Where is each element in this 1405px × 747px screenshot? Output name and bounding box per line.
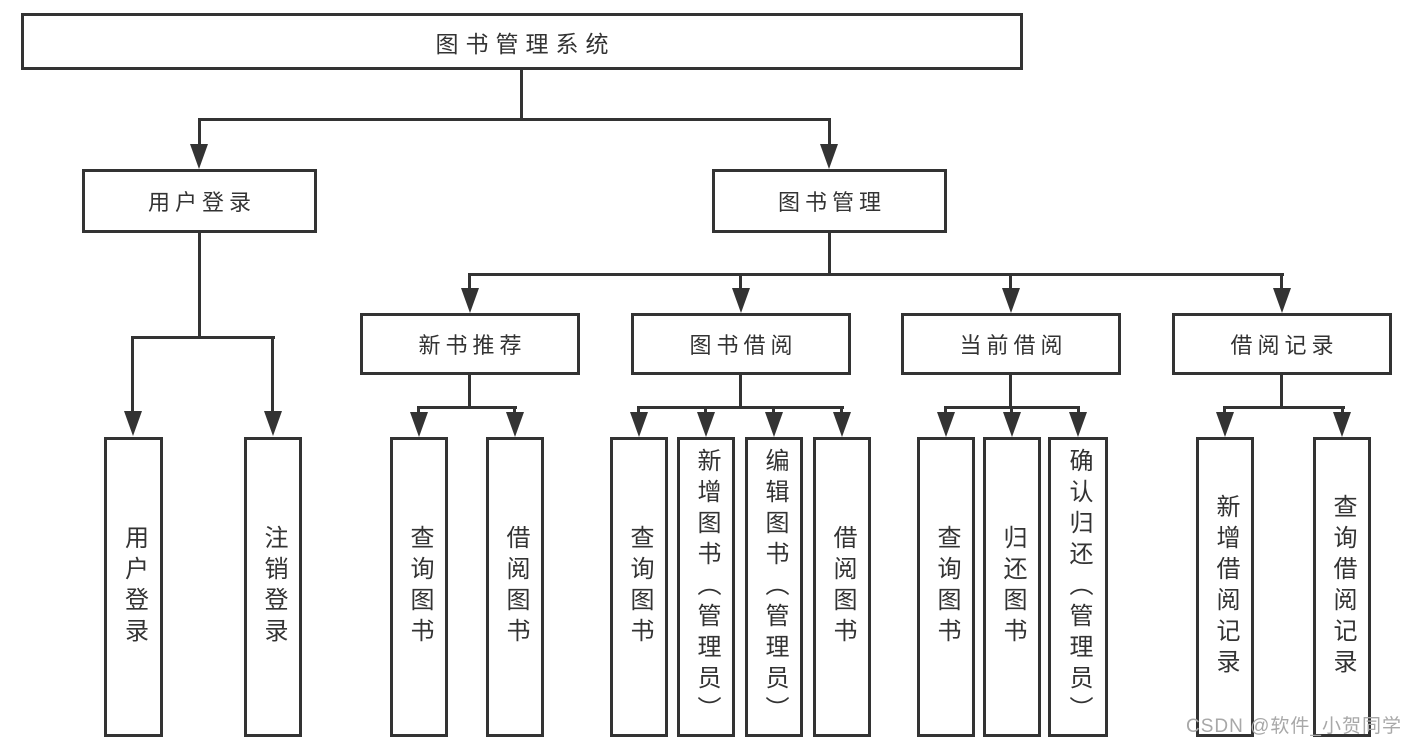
arrow-records-leaf-2: [1333, 412, 1351, 437]
leaf-borrow-add: 新增图书（管理员）: [677, 437, 735, 737]
connector-root-drop-left: [198, 118, 201, 146]
node-user-login-label: 用户登录: [147, 190, 256, 215]
node-borrow-records: 借阅记录: [1172, 313, 1392, 375]
arrow-newbooks-leaf-1: [410, 412, 428, 437]
connector-bookmgmt-drop-1: [468, 273, 471, 291]
leaf-borrow-edit: 编辑图书（管理员）: [745, 437, 803, 737]
connector-userlogin-drop-2: [271, 336, 274, 413]
connector-root-stem: [520, 69, 523, 120]
connector-borrow-drop-3: [772, 406, 775, 415]
arrow-current-leaf-3: [1069, 412, 1087, 437]
arrow-to-book-mgmt: [820, 144, 838, 169]
connector-current-drop-2: [1010, 406, 1013, 415]
leaf-records-query: 查询借阅记录: [1313, 437, 1371, 737]
leaf-logout: 注销登录: [244, 437, 302, 737]
arrow-borrow-leaf-1: [630, 412, 648, 437]
leaf-records-add: 新增借阅记录: [1196, 437, 1254, 737]
connector-borrow-hline: [637, 406, 844, 409]
node-root: 图书管理系统: [21, 13, 1023, 70]
arrow-to-book-borrow: [732, 288, 750, 313]
connector-current-stem: [1009, 375, 1012, 409]
arrow-records-leaf-1: [1216, 412, 1234, 437]
leaf-newbooks-borrow-label: 借阅图书: [502, 525, 529, 649]
leaf-current-query-label: 查询图书: [933, 525, 960, 649]
connector-userlogin-stem: [198, 233, 201, 339]
leaf-newbooks-query: 查询图书: [390, 437, 448, 737]
node-new-books: 新书推荐: [360, 313, 580, 375]
connector-bookmgmt-drop-2: [739, 273, 742, 291]
connector-current-drop-3: [1077, 406, 1080, 415]
connector-records-stem: [1280, 375, 1283, 409]
arrow-borrow-leaf-4: [833, 412, 851, 437]
leaf-borrow-borrow: 借阅图书: [813, 437, 871, 737]
connector-root-drop-right: [828, 118, 831, 146]
arrow-to-logout-leaf: [264, 411, 282, 436]
connector-newbooks-stem: [468, 375, 471, 409]
leaf-borrow-edit-label: 编辑图书（管理员）: [761, 447, 788, 727]
leaf-user-login-label: 用户登录: [120, 525, 148, 649]
connector-root-hline: [198, 118, 831, 121]
arrow-to-borrow-records: [1273, 288, 1291, 313]
node-book-mgmt: 图书管理: [712, 169, 947, 233]
arrow-to-user-login-leaf: [124, 411, 142, 436]
leaf-borrow-add-label: 新增图书（管理员）: [693, 447, 720, 727]
connector-bookmgmt-hline: [468, 273, 1284, 276]
arrow-borrow-leaf-2: [697, 412, 715, 437]
connector-borrow-stem: [739, 375, 742, 409]
leaf-current-query: 查询图书: [917, 437, 975, 737]
arrow-to-new-books: [461, 288, 479, 313]
leaf-logout-label: 注销登录: [260, 525, 287, 649]
node-new-books-label: 新书推荐: [418, 333, 527, 358]
connector-newbooks-hline: [417, 406, 517, 409]
connector-borrow-drop-4: [840, 406, 843, 415]
arrow-newbooks-leaf-2: [506, 412, 524, 437]
leaf-borrow-query-label: 查询图书: [626, 525, 653, 649]
connector-newbooks-drop-1: [417, 406, 420, 415]
node-book-borrow-label: 图书借阅: [689, 333, 798, 358]
leaf-current-return-label: 归还图书: [999, 525, 1026, 649]
node-book-borrow: 图书借阅: [631, 313, 851, 375]
leaf-current-return: 归还图书: [983, 437, 1041, 737]
connector-records-drop-2: [1341, 406, 1344, 415]
arrow-current-leaf-2: [1003, 412, 1021, 437]
connector-bookmgmt-stem: [828, 233, 831, 276]
leaf-newbooks-query-label: 查询图书: [406, 525, 433, 649]
connector-borrow-drop-2: [704, 406, 707, 415]
connector-userlogin-hline: [131, 336, 275, 339]
connector-records-drop-1: [1223, 406, 1226, 415]
arrow-current-leaf-1: [937, 412, 955, 437]
arrow-to-user-login: [190, 144, 208, 169]
csdn-watermark: CSDN @软件_小贺同学: [1186, 716, 1402, 737]
node-root-label: 图书管理系统: [435, 30, 616, 57]
node-current-borrow-label: 当前借阅: [959, 333, 1068, 358]
arrow-to-current-borrow: [1002, 288, 1020, 313]
connector-bookmgmt-drop-4: [1280, 273, 1283, 291]
leaf-user-login: 用户登录: [104, 437, 163, 737]
leaf-current-confirm: 确认归还（管理员）: [1048, 437, 1108, 737]
leaf-current-confirm-label: 确认归还（管理员）: [1065, 447, 1092, 727]
connector-current-drop-1: [944, 406, 947, 415]
node-user-login: 用户登录: [82, 169, 317, 233]
leaf-records-add-label: 新增借阅记录: [1212, 494, 1239, 680]
connector-bookmgmt-drop-3: [1009, 273, 1012, 291]
node-book-mgmt-label: 图书管理: [777, 190, 886, 215]
leaf-borrow-query: 查询图书: [610, 437, 668, 737]
connector-records-hline: [1223, 406, 1345, 409]
connector-userlogin-drop-1: [131, 336, 134, 413]
connector-newbooks-drop-2: [513, 406, 516, 415]
arrow-borrow-leaf-3: [765, 412, 783, 437]
leaf-records-query-label: 查询借阅记录: [1329, 494, 1356, 680]
leaf-borrow-borrow-label: 借阅图书: [829, 525, 856, 649]
leaf-newbooks-borrow: 借阅图书: [486, 437, 544, 737]
node-borrow-records-label: 借阅记录: [1230, 333, 1339, 358]
connector-borrow-drop-1: [637, 406, 640, 415]
node-current-borrow: 当前借阅: [901, 313, 1121, 375]
